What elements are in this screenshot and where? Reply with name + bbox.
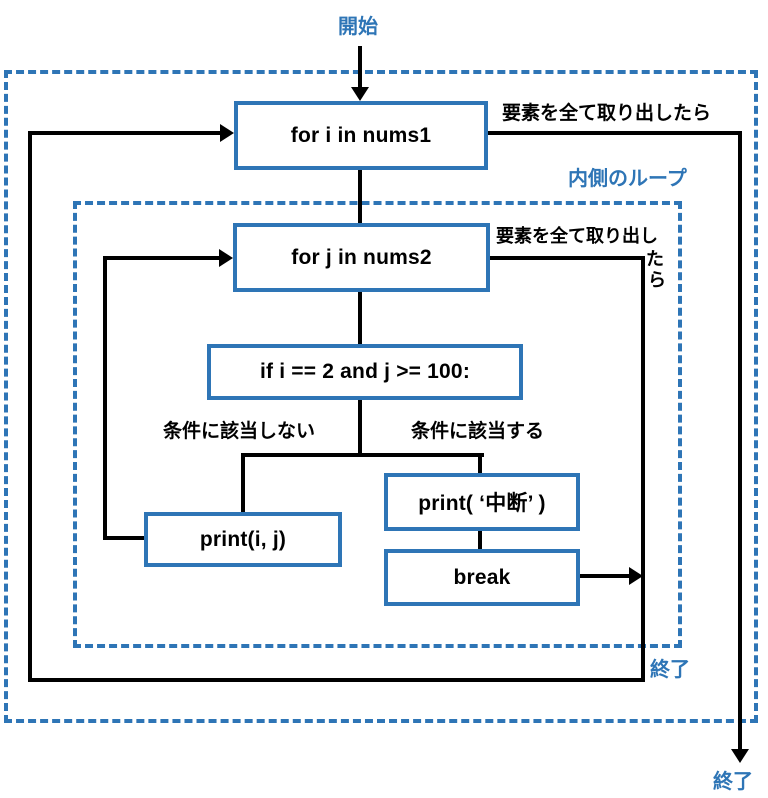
arrowhead-into-for-outer-top: [351, 87, 369, 101]
connector-outer-exit-right: [488, 131, 742, 135]
connector-inner-exit-right: [490, 256, 645, 260]
outer-loop-exit-label: 要素を全て取り出したら: [502, 103, 712, 124]
outer-loop-boundary: [4, 70, 758, 723]
connector-if-down: [358, 400, 362, 457]
connector-outer-loopback-bottom: [28, 678, 645, 682]
connector-forj-to-if: [358, 292, 362, 344]
connector-branch-true-down: [478, 453, 482, 475]
arrowhead-break-exit: [629, 567, 643, 585]
node-for-outer-loop: for i in nums1: [234, 101, 488, 170]
connector-inner-exit-down: [641, 256, 645, 682]
connector-break-exit: [580, 574, 630, 578]
arrowhead-into-for-outer-left: [220, 124, 234, 142]
branch-false-label: 条件に該当しない: [163, 421, 316, 442]
start-label: 開始: [338, 16, 378, 38]
inner-loop-exit-label-line2: た: [646, 249, 664, 269]
inner-loop-exit-label-line3: ら: [648, 270, 666, 290]
inner-loop-boundary: [73, 201, 682, 648]
outer-end-label: 終了: [713, 771, 753, 793]
branch-true-label: 条件に該当する: [411, 421, 545, 442]
arrowhead-end: [731, 749, 749, 763]
node-print-break-message: print( ‘中断’ ): [384, 473, 580, 531]
connector-fori-to-forj: [358, 170, 362, 223]
connector-outer-loopback-top: [28, 131, 220, 135]
connector-inner-loopback-top: [105, 256, 219, 260]
inner-end-label: 終了: [650, 659, 690, 681]
connector-inner-loopback-from-print: [105, 536, 144, 540]
node-break: break: [384, 549, 580, 606]
connector-start-down: [358, 46, 362, 92]
inner-loop-title-label: 内側のループ: [568, 168, 687, 190]
node-print-values: print(i, j): [144, 512, 342, 567]
connector-branch-false-down: [241, 453, 245, 512]
arrowhead-into-for-inner-left: [219, 249, 233, 267]
connector-inner-loopback-left: [103, 256, 107, 540]
connector-print-to-break: [478, 531, 482, 549]
connector-branch-split: [241, 453, 484, 457]
connector-outer-loopback-left: [28, 131, 32, 682]
node-for-inner-loop: for j in nums2: [233, 223, 490, 292]
connector-outer-exit-down: [738, 131, 742, 751]
inner-loop-exit-label-line1: 要素を全て取り出し: [496, 226, 658, 246]
node-if-condition: if i == 2 and j >= 100:: [207, 344, 523, 400]
